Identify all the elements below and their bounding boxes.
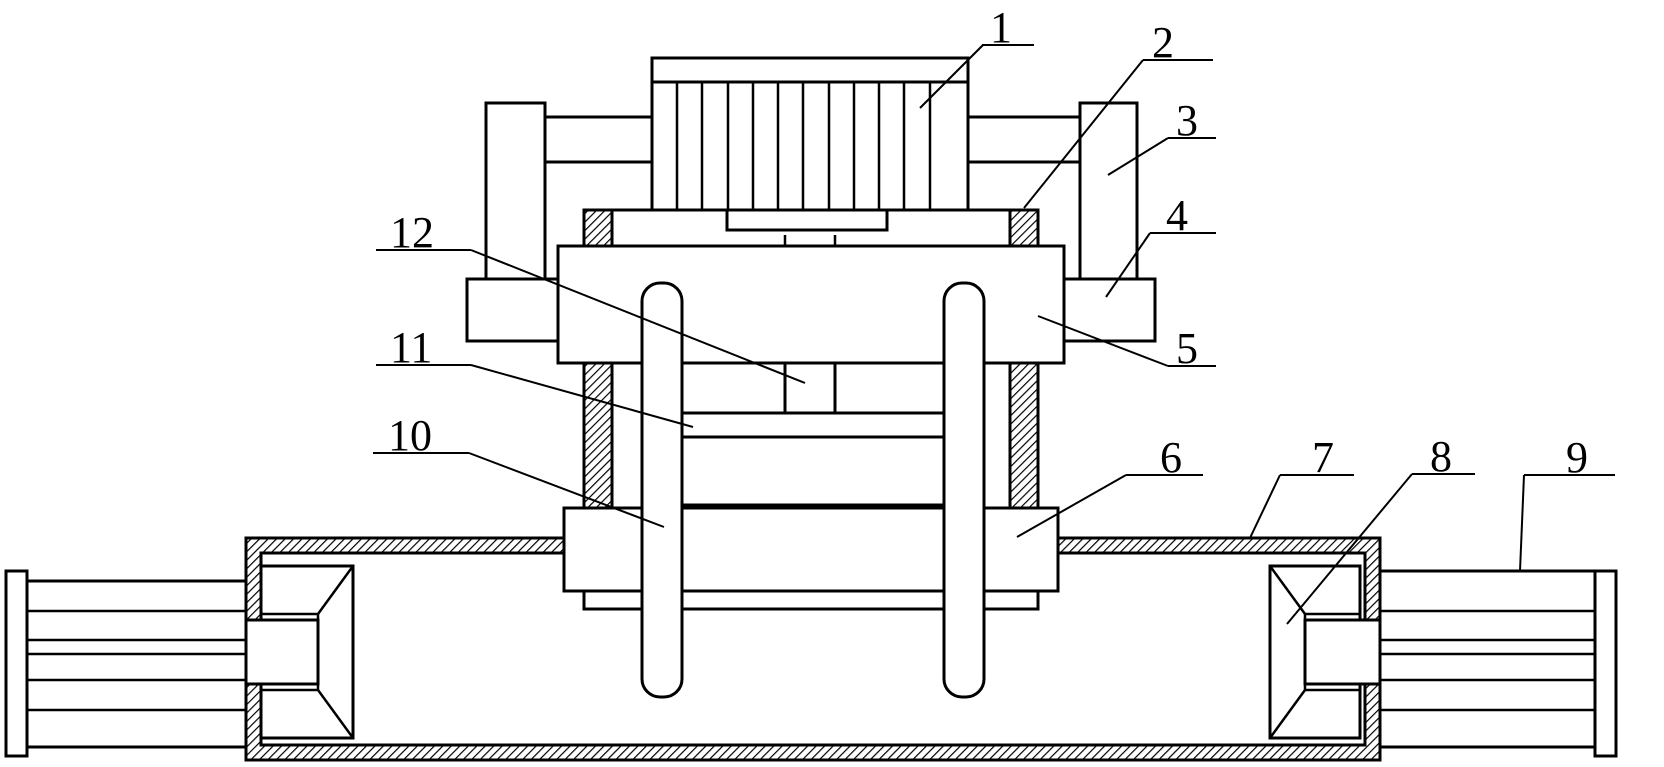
callout-3: 3 <box>1176 96 1198 145</box>
left-end-roller <box>4 569 248 758</box>
left-guide-rod <box>640 281 684 699</box>
right-guide-rod <box>942 281 986 699</box>
callout-10: 10 <box>388 411 432 460</box>
bottom-strip <box>582 589 1040 611</box>
callout-5: 5 <box>1176 324 1198 373</box>
left-bracket <box>244 564 355 740</box>
callout-9: 9 <box>1566 433 1588 482</box>
right-side-bracket <box>1062 277 1157 343</box>
inner-block <box>680 435 946 507</box>
callout-6: 6 <box>1160 433 1182 482</box>
callout-11: 11 <box>390 323 432 372</box>
callout-labels: 1 2 3 4 5 6 7 8 9 10 11 12 <box>388 3 1588 482</box>
motor <box>650 56 970 232</box>
crossbeam <box>556 244 1066 365</box>
pressing-plate <box>680 411 946 439</box>
callout-7: 7 <box>1312 433 1334 482</box>
callout-1: 1 <box>990 3 1012 52</box>
callout-8: 8 <box>1430 432 1452 481</box>
left-side-bracket <box>465 277 560 343</box>
right-bracket <box>1268 564 1382 740</box>
leader-lines <box>373 44 1615 625</box>
callout-2: 2 <box>1152 18 1174 67</box>
right-end-roller <box>1378 569 1618 758</box>
left-post <box>484 101 654 281</box>
callout-4: 4 <box>1166 191 1188 240</box>
callout-12: 12 <box>390 208 434 257</box>
